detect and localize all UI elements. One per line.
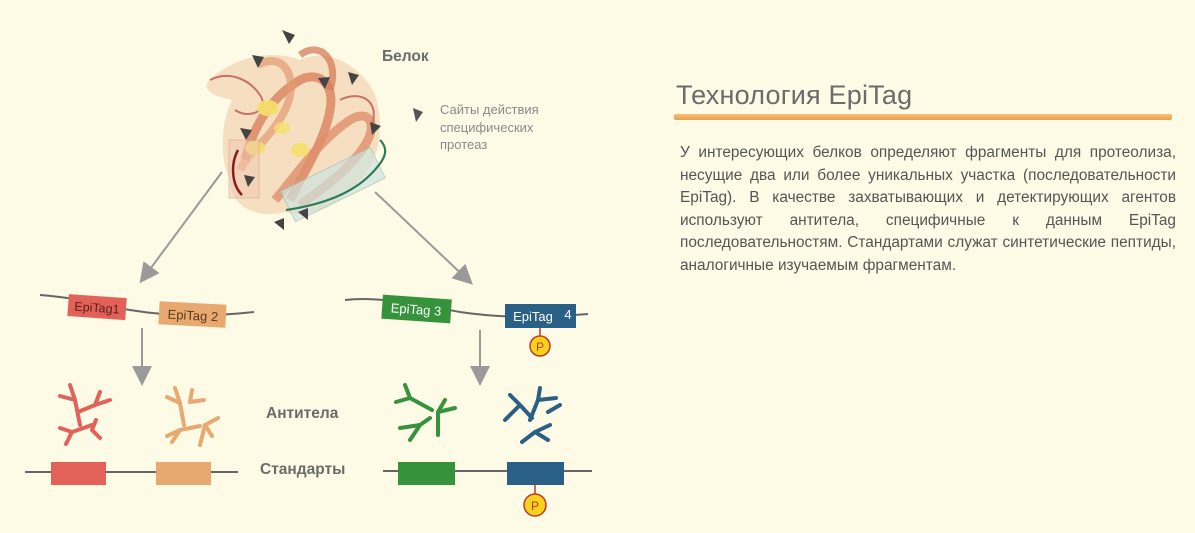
protease-sites-line1: Сайты действия [440,102,539,117]
panel-description: У интересующих белков определяют фрагмен… [680,144,1176,274]
tag1-label: EpiTag1 [74,300,120,317]
antibody-tag1 [58,383,112,446]
phospho-marker-fragment [529,335,551,357]
standard-right: P [383,462,592,517]
protease-legend-marker [413,108,423,122]
phospho-label-fragment: P [536,340,544,354]
title-underline [674,114,1172,120]
protease-site-markers [240,30,381,230]
tag3-label: EpiTag 3 [390,300,442,318]
protease-sites-line3: протеаз [440,137,487,152]
protein-label: Белок [382,48,429,65]
antibody-tag2 [165,386,220,447]
tag2-label: EpiTag 2 [167,307,218,325]
tag4-label: EpiTag [513,309,553,324]
protein-structure [206,46,387,223]
arrow-to-left-fragment [139,171,223,284]
antibody-tag3 [394,383,457,442]
epitag-diagram: Белок Сайты действия специфических проте… [25,30,592,517]
arrow-to-right-fragment [374,191,473,285]
tag4-number: 4 [564,307,571,322]
phospho-label-standard: P [531,499,539,513]
panel-title: Технология EpiTag [676,80,913,110]
protease-sites-line2: специфических [440,120,534,135]
left-peptide-fragment: EpiTag1 EpiTag 2 [39,294,255,328]
phospho-marker-standard [523,493,547,517]
antibody-tag4 [503,386,562,444]
standards-label: Стандарты [260,461,345,478]
antibodies-label: Антитела [266,405,339,422]
right-peptide-fragment: EpiTag 3 EpiTag 4 P [344,294,589,357]
standard-left [25,462,238,485]
